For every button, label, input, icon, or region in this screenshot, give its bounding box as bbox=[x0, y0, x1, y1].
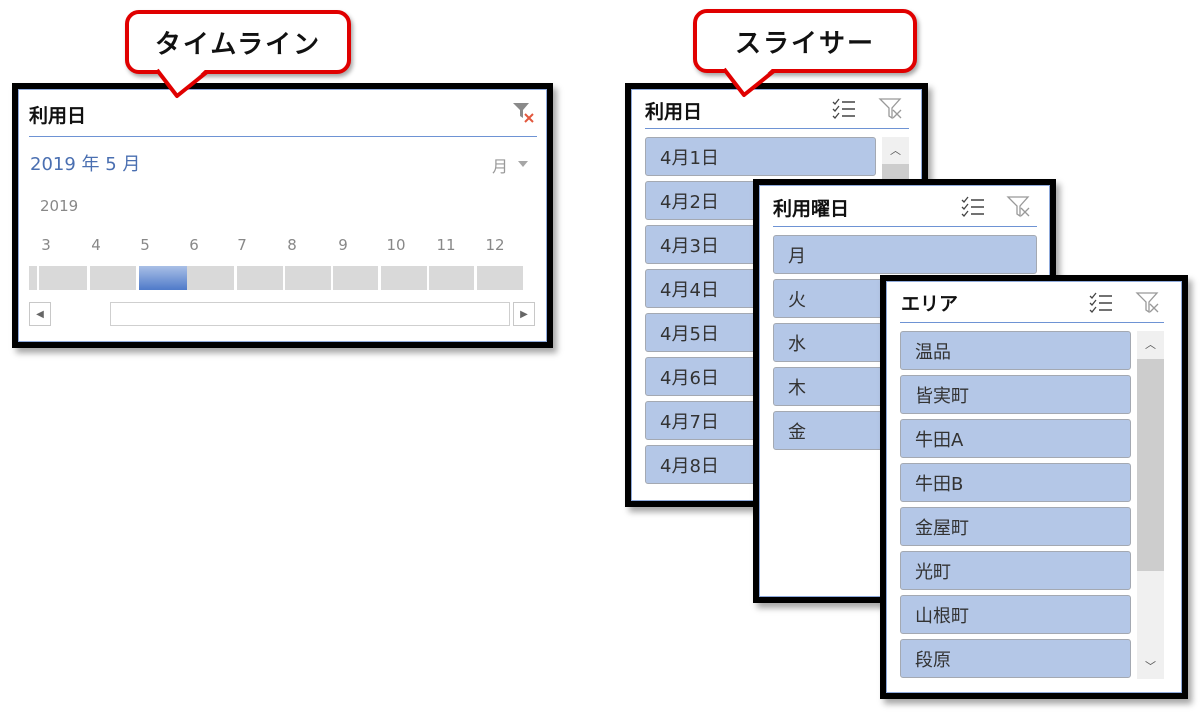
multi-select-icon[interactable] bbox=[960, 196, 986, 218]
month-cell[interactable] bbox=[381, 266, 427, 290]
scroll-down-icon[interactable]: ﹀ bbox=[1145, 660, 1156, 673]
slicer-item[interactable]: 皆実町 bbox=[900, 375, 1131, 414]
month-cell-selected[interactable] bbox=[139, 266, 187, 290]
slicer-item[interactable]: 山根町 bbox=[900, 595, 1131, 634]
month-cell[interactable] bbox=[237, 266, 283, 290]
timeline-selected-range: 2019 年 5 月 bbox=[30, 154, 141, 175]
slicer-title-rule bbox=[900, 322, 1164, 323]
scroll-right-button[interactable]: ▶ bbox=[513, 302, 535, 326]
slicer-callout-label: スライサー bbox=[734, 28, 875, 59]
month-cell[interactable] bbox=[285, 266, 331, 290]
slicer-item[interactable]: 月 bbox=[773, 235, 1037, 274]
month-cell[interactable] bbox=[90, 266, 136, 290]
slicer-item[interactable]: 牛田B bbox=[900, 463, 1131, 502]
clear-filter-icon[interactable] bbox=[511, 100, 537, 126]
timeline-title-rule bbox=[29, 136, 537, 137]
slicer-callout: スライサー bbox=[693, 9, 917, 73]
month-label: 7 bbox=[237, 236, 247, 254]
slicer-item[interactable]: 光町 bbox=[900, 551, 1131, 590]
clear-filter-icon[interactable] bbox=[1006, 194, 1032, 220]
slicer-title-rule bbox=[645, 128, 909, 129]
month-cell[interactable] bbox=[333, 266, 378, 290]
slicer-item[interactable]: 段原 bbox=[900, 639, 1131, 678]
month-label: 4 bbox=[91, 236, 101, 254]
month-label: 9 bbox=[338, 236, 348, 254]
scroll-left-icon: ◀ bbox=[36, 308, 44, 320]
time-level-value: 月 bbox=[492, 157, 509, 176]
month-cell[interactable] bbox=[477, 266, 523, 290]
slicer-title: エリア bbox=[901, 293, 959, 315]
slicer-title: 利用日 bbox=[645, 101, 703, 123]
horizontal-scroll-thumb[interactable] bbox=[110, 302, 510, 326]
timeline-callout-tail bbox=[155, 68, 209, 98]
month-label: 10 bbox=[386, 236, 406, 254]
timeline-callout: タイムライン bbox=[125, 10, 351, 74]
month-label: 5 bbox=[140, 236, 150, 254]
month-label: 12 bbox=[485, 236, 505, 254]
multi-select-icon[interactable] bbox=[1088, 292, 1114, 314]
scroll-up-icon[interactable]: ︿ bbox=[890, 144, 901, 157]
clear-filter-icon[interactable] bbox=[1135, 290, 1161, 316]
clear-filter-icon[interactable] bbox=[878, 96, 904, 122]
time-level-dropdown[interactable]: 月 bbox=[492, 153, 532, 176]
slicer-item[interactable]: 金屋町 bbox=[900, 507, 1131, 546]
chevron-down-icon bbox=[518, 161, 528, 167]
slicer-title-rule bbox=[773, 226, 1037, 227]
slicer-item[interactable]: 牛田A bbox=[900, 419, 1131, 458]
scroll-up-icon[interactable]: ︿ bbox=[1145, 338, 1156, 351]
month-label: 8 bbox=[287, 236, 297, 254]
month-label: 11 bbox=[436, 236, 456, 254]
slicer-callout-tail bbox=[722, 67, 776, 97]
slicer-scrollbar[interactable]: ︿ ﹀ bbox=[1137, 331, 1164, 679]
month-cell[interactable] bbox=[187, 266, 234, 290]
month-label: 3 bbox=[41, 236, 51, 254]
month-cell-partial[interactable] bbox=[29, 266, 37, 290]
month-cell[interactable] bbox=[429, 266, 474, 290]
multi-select-icon[interactable] bbox=[831, 98, 857, 120]
month-cell[interactable] bbox=[39, 266, 87, 290]
timeline-callout-label: タイムライン bbox=[154, 29, 322, 60]
scroll-right-icon: ▶ bbox=[520, 308, 528, 320]
timeline-title: 利用日 bbox=[29, 105, 87, 127]
slicer-title: 利用曜日 bbox=[773, 198, 850, 220]
slicer-item[interactable]: 温品 bbox=[900, 331, 1131, 370]
scroll-left-button[interactable]: ◀ bbox=[29, 302, 51, 326]
month-label: 6 bbox=[189, 236, 199, 254]
slicer-item[interactable]: 4月1日 bbox=[645, 137, 876, 176]
scroll-thumb[interactable] bbox=[1137, 359, 1164, 571]
timeline-year-label: 2019 bbox=[40, 197, 79, 215]
